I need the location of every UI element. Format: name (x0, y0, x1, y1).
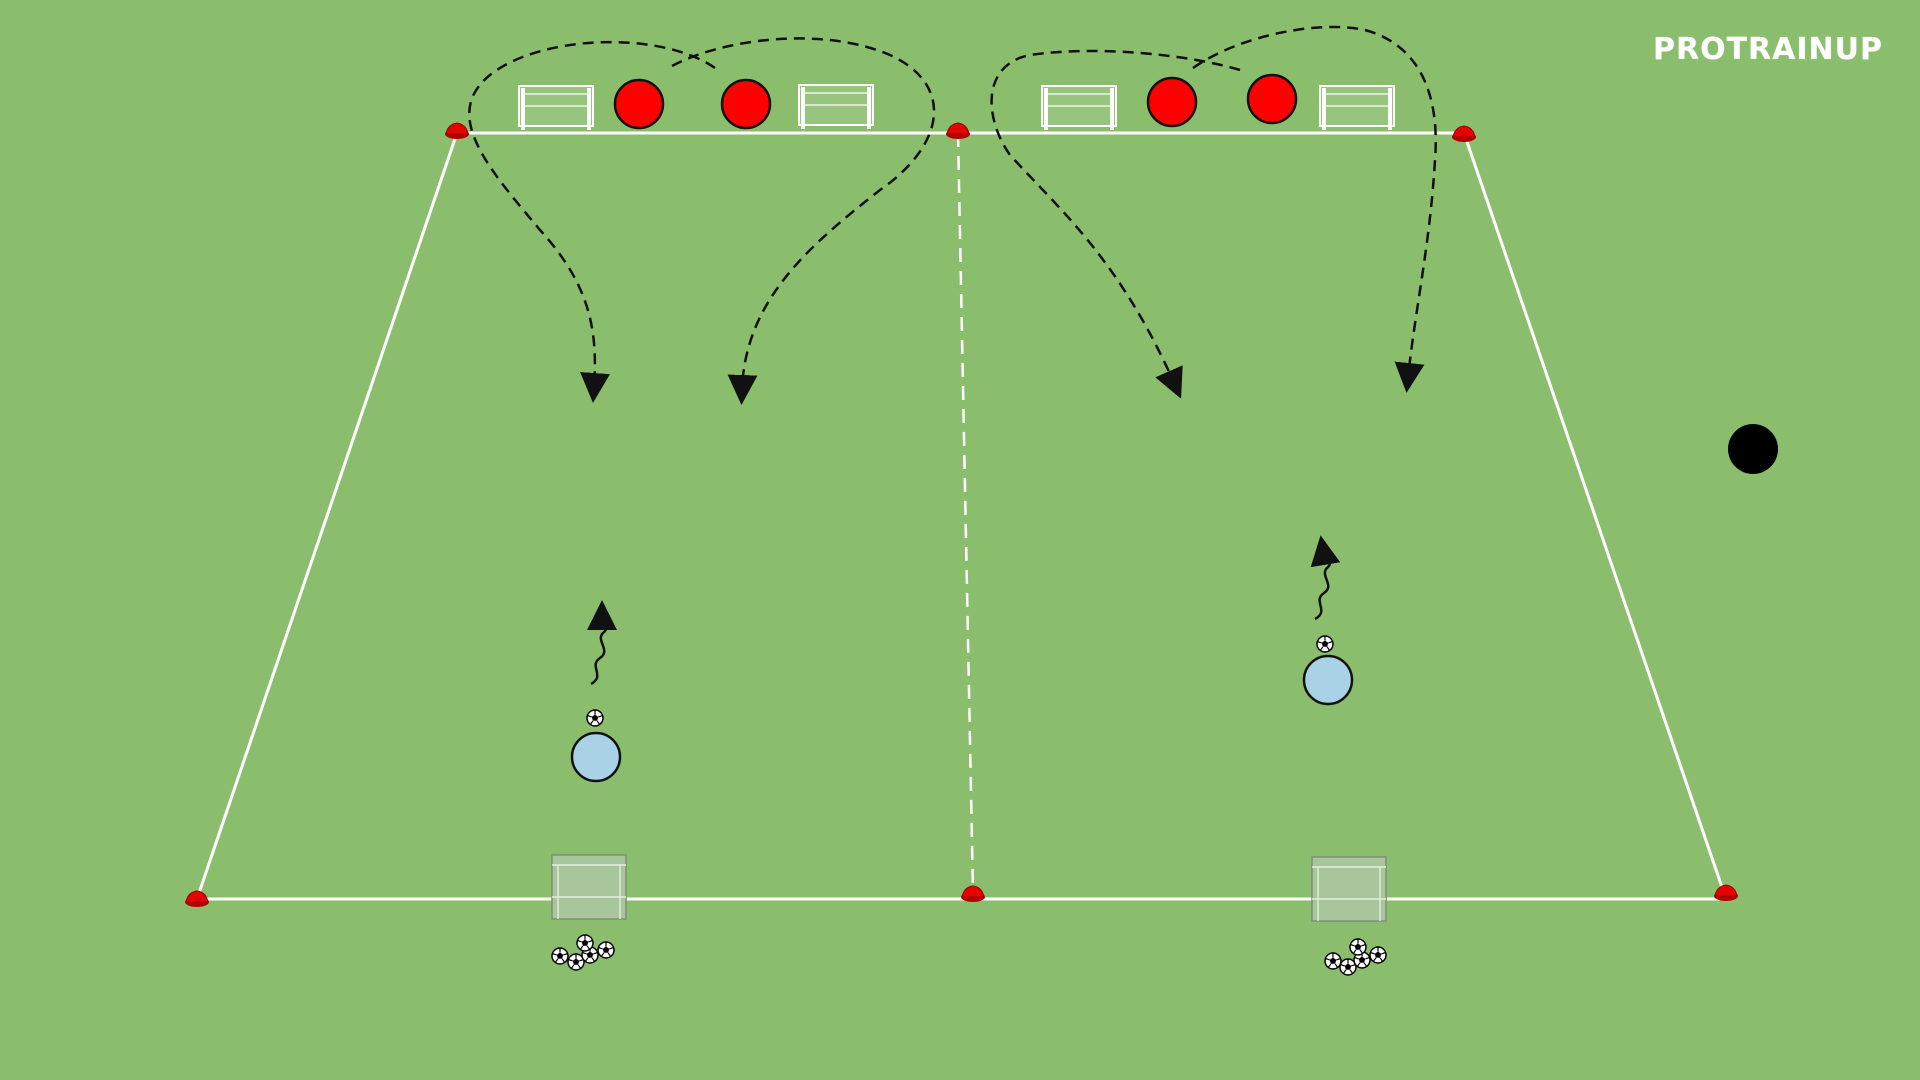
cone-icon (1713, 884, 1739, 902)
ball-pile-icon (551, 934, 615, 971)
football-icon (586, 709, 604, 727)
mini-goal-icon (1040, 84, 1118, 132)
cone-icon (960, 885, 986, 903)
defender-runs (468, 25, 1437, 405)
halfway-divider (956, 132, 975, 894)
run-path-arrow (671, 37, 936, 405)
mini-goal-icon (1318, 84, 1396, 132)
dribble-path-arrow (1310, 535, 1341, 621)
cone-icon (945, 122, 971, 140)
cones (184, 122, 1739, 908)
mini-goal-icon (551, 854, 627, 920)
defender-marker (1246, 73, 1298, 125)
attacker-marker (1302, 654, 1354, 706)
defender-marker (720, 78, 772, 130)
field-boundary (195, 131, 1728, 901)
cone-icon (1451, 125, 1477, 143)
black-ball-marker (1728, 424, 1778, 474)
run-path-arrow (468, 40, 716, 403)
mini-goal-icon (1311, 856, 1387, 922)
defenders (613, 73, 1298, 130)
brand-logo: PROTRAINUP (1653, 32, 1883, 67)
cone-icon (444, 122, 470, 140)
attacker-marker (570, 731, 622, 783)
football-icon (1316, 635, 1334, 653)
dribble-paths (587, 535, 1341, 686)
run-path-arrow (990, 49, 1241, 399)
dribble-path-arrow (587, 600, 618, 686)
cone-icon (184, 890, 210, 908)
mini-goal-icon (517, 84, 595, 132)
run-path-arrow (1192, 25, 1437, 393)
mini-goal-icon (797, 83, 875, 131)
ball-pile-icon (1324, 938, 1387, 976)
attackers (570, 654, 1354, 783)
defender-marker (613, 78, 665, 130)
defender-marker (1146, 76, 1198, 128)
